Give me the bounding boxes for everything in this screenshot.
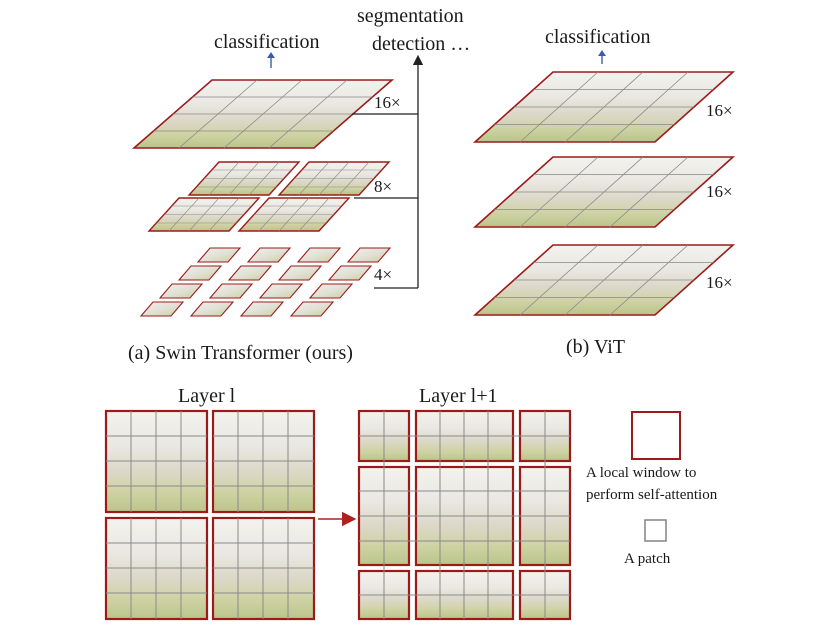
vit-level-2 bbox=[472, 156, 736, 228]
layer-l1-title: Layer l+1 bbox=[419, 385, 497, 407]
vit-scale-3: 16× bbox=[706, 273, 733, 292]
swin-scale-16x: 16× bbox=[374, 93, 401, 112]
vit-classification-label: classification bbox=[545, 26, 651, 48]
vit-scale-2: 16× bbox=[706, 182, 733, 201]
vit-level-3 bbox=[472, 244, 736, 316]
swin-level-8x bbox=[147, 161, 391, 232]
swin-classification-arrowhead bbox=[267, 52, 275, 58]
swin-level-4x bbox=[139, 247, 392, 317]
vit-level-1 bbox=[472, 71, 736, 143]
swin-feature-connectors bbox=[352, 54, 424, 289]
vit-classification-arrowhead bbox=[598, 50, 606, 56]
vit-levels bbox=[472, 71, 736, 316]
layer-l-title: Layer l bbox=[178, 385, 236, 407]
legend-window-label-line2: perform self-attention bbox=[586, 487, 718, 503]
swin-dense-label-line1: segmentation bbox=[357, 5, 464, 27]
swin-caption: (a) Swin Transformer (ours) bbox=[128, 342, 353, 364]
layer-l-grid bbox=[104, 409, 316, 621]
legend-window-swatch bbox=[631, 411, 681, 460]
swin-level-16x bbox=[131, 79, 395, 149]
swin-scale-4x: 4× bbox=[374, 265, 392, 284]
swin-scale-8x: 8× bbox=[374, 177, 392, 196]
legend-patch-label: A patch bbox=[624, 551, 671, 567]
legend-window-label-line1: A local window to bbox=[586, 465, 696, 481]
vit-scale-1: 16× bbox=[706, 101, 733, 120]
swin-dense-label-line2: detection … bbox=[372, 33, 470, 55]
swin-hierarchy bbox=[131, 79, 395, 317]
legend-patch-swatch bbox=[644, 519, 667, 542]
vit-caption: (b) ViT bbox=[566, 336, 625, 358]
layer-l1-patch-lines bbox=[359, 411, 570, 619]
swin-classification-label: classification bbox=[214, 31, 320, 53]
